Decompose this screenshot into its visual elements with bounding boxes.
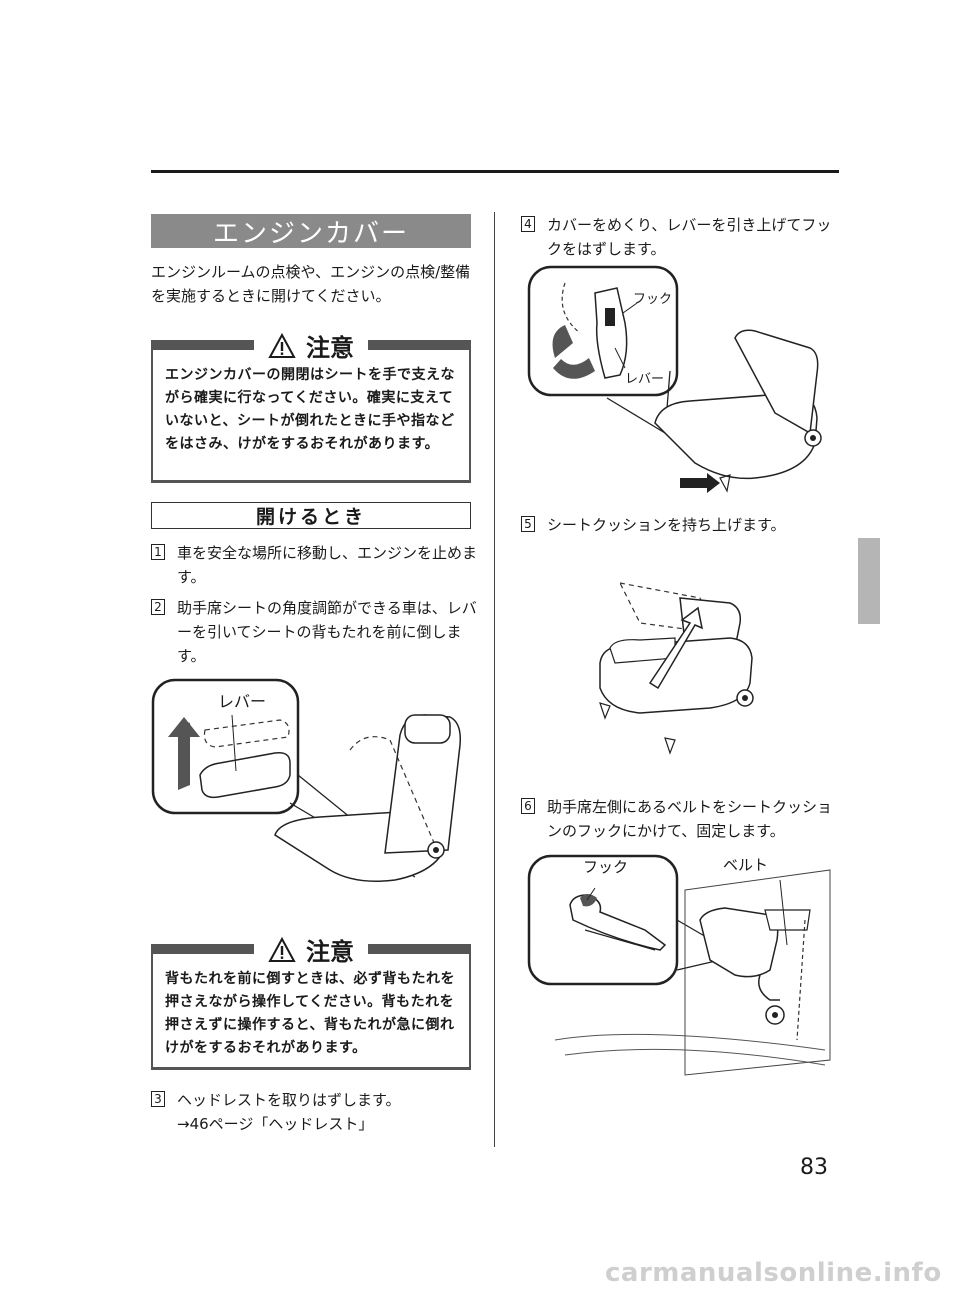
hook-label: フック [633,292,672,307]
step-text: シートクッションを持ち上げます。 [547,516,786,534]
seat-lever-illustration: レバー [151,678,462,882]
step-6: 6 助手席左側にあるベルトをシートクッションのフックにかけて、固定します。 [521,795,846,843]
caution-box-1: 注意 エンジンカバーの開閉はシートを手で支えながら確実に行なってください。確実に… [151,328,471,483]
warning-icon [268,936,296,962]
hook-lever-illustration: フック レバー [527,265,822,493]
step-number: 1 [151,544,165,560]
belt-hook-illustration: フック ベルト [527,854,831,1076]
section-tab [858,538,880,624]
section-title: エンジンカバー [151,214,471,249]
step-1: 1 車を安全な場所に移動し、エンジンを止めます。 [151,541,479,589]
caution-header: 注意 [254,328,368,363]
step-number: 2 [151,599,165,615]
subsection-title: 開けるとき [151,502,471,529]
step-number: 3 [151,1091,165,1107]
step-text: 助手席左側にあるベルトをシートクッションのフックにかけて、固定します。 [547,798,833,840]
caution-box-2: 注意 背もたれを前に倒すときは、必ず背もたれを押さえながら操作してください。背も… [151,932,471,1070]
watermark: carmanualsonline.info [605,1258,942,1288]
page-number: 83 [800,1155,828,1180]
warning-icon [268,332,296,358]
caution-text: エンジンカバーの開閉はシートを手で支えながら確実に行なってください。確実に支えて… [165,367,455,452]
step-5: 5 シートクッションを持ち上げます。 [521,513,846,537]
caution-title: 注意 [306,938,354,966]
caution-text: 背もたれを前に倒すときは、必ず背もたれを押さえながら操作してください。背もたれを… [165,971,455,1056]
lift-cushion-illustration [599,582,754,755]
step-number: 6 [521,798,535,814]
step-text: 車を安全な場所に移動し、エンジンを止めます。 [177,544,478,586]
step-number: 5 [521,516,535,532]
step-reference: →46ページ「ヘッドレスト」 [177,1115,374,1133]
column-divider [494,212,495,1147]
step-number: 4 [521,216,535,232]
step-text: 助手席シートの角度調節ができる車は、レバーを引いてシートの背もたれを前に倒します… [177,599,477,665]
belt-label: ベルト [723,856,768,874]
header-rule [151,170,839,173]
lever-label-small: レバー [625,372,664,387]
lever-label: レバー [218,692,266,711]
hook-label-2: フック [583,858,628,876]
step-2: 2 助手席シートの角度調節ができる車は、レバーを引いてシートの背もたれを前に倒し… [151,596,479,668]
step-text: ヘッドレストを取りはずします。 [177,1091,401,1109]
step-text: カバーをめくり、レバーを引き上げてフックをはずします。 [547,216,832,258]
step-3: 3 ヘッドレストを取りはずします。 →46ページ「ヘッドレスト」 [151,1088,479,1136]
intro-text: エンジンルームの点検や、エンジンの点検/整備を実施するときに開けてください。 [151,263,471,305]
caution-title: 注意 [306,334,354,362]
caution-header: 注意 [254,932,368,967]
step-4: 4 カバーをめくり、レバーを引き上げてフックをはずします。 [521,213,846,261]
